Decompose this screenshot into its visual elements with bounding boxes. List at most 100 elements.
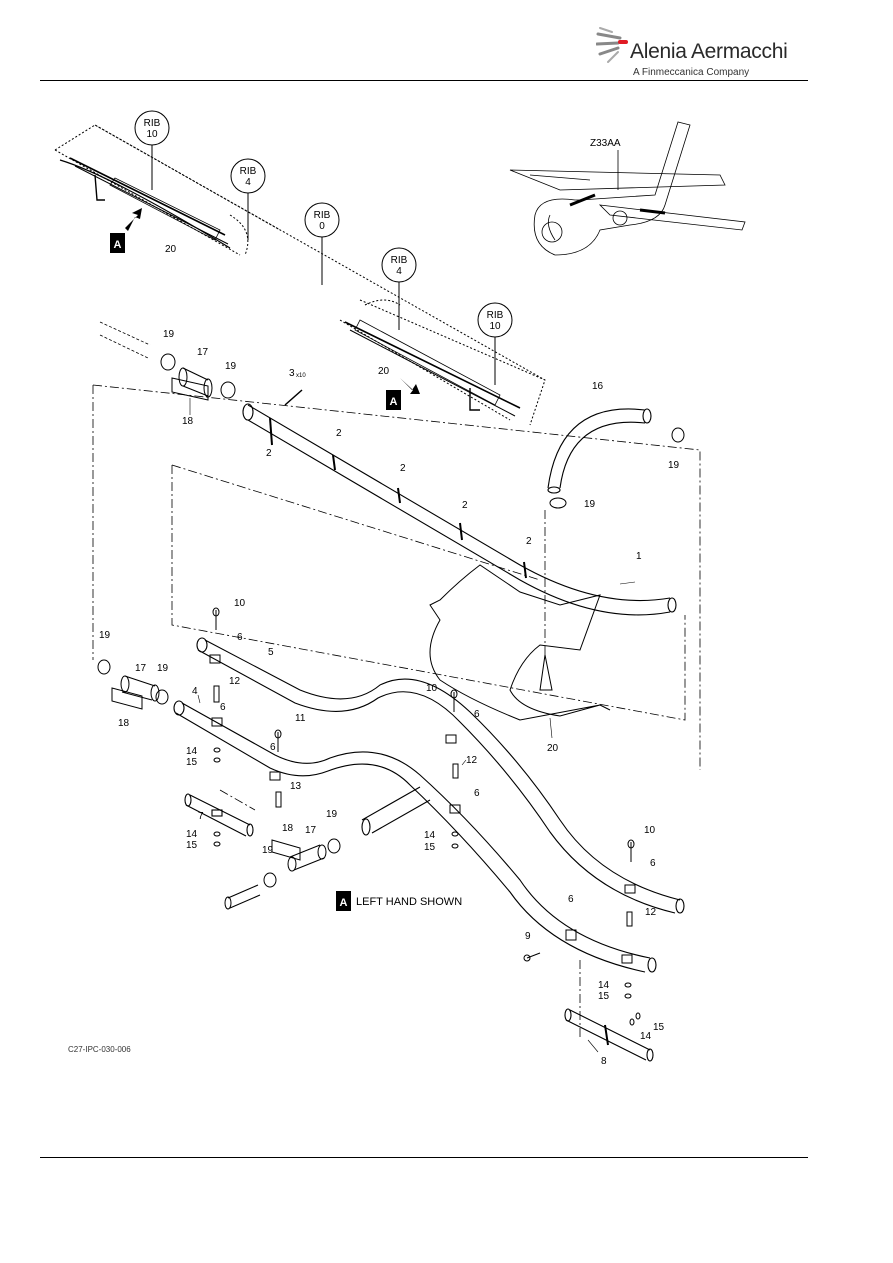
view-tag-2: A: [386, 378, 420, 410]
svg-text:A: A: [114, 239, 122, 251]
hose-16: [547, 408, 652, 494]
rib-label-1-num: 10: [146, 129, 158, 140]
rib-label-1-top: RIB: [144, 118, 161, 129]
callout-6-a: 6: [237, 632, 243, 643]
callout-12-c: 12: [645, 907, 657, 918]
callout-18-b: 18: [118, 718, 130, 729]
callout-19-g: 19: [326, 809, 338, 820]
washers: [213, 747, 641, 1026]
clamp-19-hose-bottom: [549, 497, 567, 509]
callout-14-b: 14: [186, 829, 198, 840]
callout-14-a: 14: [186, 746, 198, 757]
callout-6-b: 6: [220, 702, 226, 713]
clamps-6: [209, 654, 636, 964]
skin-panel-20: [429, 564, 611, 721]
support-7: [184, 793, 254, 837]
rib-label-3-top: RIB: [314, 210, 331, 221]
footer-rule: [40, 1157, 808, 1158]
callout-19-c: 19: [668, 460, 680, 471]
callout-14-e: 14: [640, 1031, 652, 1042]
bolt-3: [284, 389, 303, 406]
callout-17-b: 17: [135, 663, 147, 674]
callout-7: 7: [198, 811, 204, 822]
callout-15-b: 15: [186, 840, 198, 851]
zone-label: Z33AA: [590, 138, 621, 149]
svg-text:A: A: [390, 396, 398, 408]
logo-mark-icon: [596, 27, 628, 63]
rib-label-2-top: RIB: [240, 166, 257, 177]
callout-13: 13: [290, 781, 302, 792]
figure-code: C27-IPC-030-006: [68, 1045, 131, 1054]
callout-6-e: 6: [474, 788, 480, 799]
callout-19-b: 19: [225, 361, 237, 372]
rib-label-4-top: RIB: [391, 255, 408, 266]
logo-subtitle: A Finmeccanica Company: [633, 67, 750, 78]
callout-5: 5: [268, 647, 274, 658]
rib-label-2-num: 4: [245, 177, 251, 188]
support-8: [564, 1008, 654, 1062]
view-arrow-1-icon: [125, 208, 142, 231]
view-note: A LEFT HAND SHOWN: [336, 891, 462, 911]
callout-19-d: 19: [584, 499, 596, 510]
callout-10-c: 10: [644, 825, 656, 836]
callout-10-a: 10: [234, 598, 246, 609]
callout-2-d: 2: [462, 500, 468, 511]
view-arrow-2-icon: [400, 378, 420, 394]
left-mid-parts: [97, 659, 169, 710]
callout-3-qty: x10: [296, 373, 306, 379]
callout-20-bottom: 20: [547, 743, 559, 754]
span-line: [94, 124, 546, 381]
callout-15-e: 15: [653, 1022, 665, 1033]
callout-15-d: 15: [598, 991, 610, 1002]
rib-label-5-top: RIB: [487, 310, 504, 321]
callout-12-b: 12: [466, 755, 478, 766]
pipe-4: [173, 700, 657, 973]
rib-callouts: [134, 110, 513, 385]
callout-16: 16: [592, 381, 604, 392]
lower-left-parts: [224, 838, 341, 910]
callout-2-c: 2: [400, 463, 406, 474]
pipe-1: [242, 403, 677, 616]
callout-18-a: 18: [182, 416, 194, 427]
clamps-2: [269, 417, 527, 579]
callout-19-a: 19: [163, 329, 175, 340]
callout-11: 11: [295, 713, 306, 724]
callout-20-mid: 20: [378, 366, 390, 377]
crossover-pipe: [361, 786, 431, 836]
view-note-text: LEFT HAND SHOWN: [356, 896, 462, 908]
callout-8: 8: [601, 1056, 607, 1067]
callout-6-c: 6: [474, 709, 480, 720]
leader-lines: [189, 398, 636, 1053]
callout-1: 1: [636, 551, 642, 562]
callout-6-g: 6: [568, 894, 574, 905]
callout-6-f: 6: [650, 858, 656, 869]
callout-6-d: 6: [270, 742, 276, 753]
rib-label-4-num: 4: [396, 266, 402, 277]
logo-name: Alenia Aermacchi: [630, 40, 788, 63]
callout-2-b: 2: [336, 428, 342, 439]
header-rule: [40, 80, 808, 81]
callout-3: 3: [289, 368, 295, 379]
callout-9: 9: [525, 931, 531, 942]
svg-text:A: A: [340, 897, 348, 909]
callout-15-c: 15: [424, 842, 436, 853]
callout-2-e: 2: [526, 536, 532, 547]
rib-label-3-num: 0: [319, 221, 325, 232]
callout-14-d: 14: [598, 980, 610, 991]
company-logo: Alenia Aermacchi A Finmeccanica Company: [596, 26, 796, 82]
rib-label-5-num: 10: [489, 321, 501, 332]
callout-2-a: 2: [266, 448, 272, 459]
aircraft-locator: [509, 121, 746, 256]
callout-17-c: 17: [305, 825, 317, 836]
callout-19-f: 19: [157, 663, 169, 674]
callout-14-c: 14: [424, 830, 436, 841]
callout-19-e: 19: [99, 630, 111, 641]
callout-17-a: 17: [197, 347, 209, 358]
callout-18-c: 18: [282, 823, 294, 834]
view-tag-1: A: [110, 208, 142, 253]
wing-section-left: [54, 124, 281, 256]
alignment-lines: [92, 384, 701, 1040]
pipe-5: [196, 637, 685, 914]
clamp-19-hose-top: [671, 427, 685, 443]
